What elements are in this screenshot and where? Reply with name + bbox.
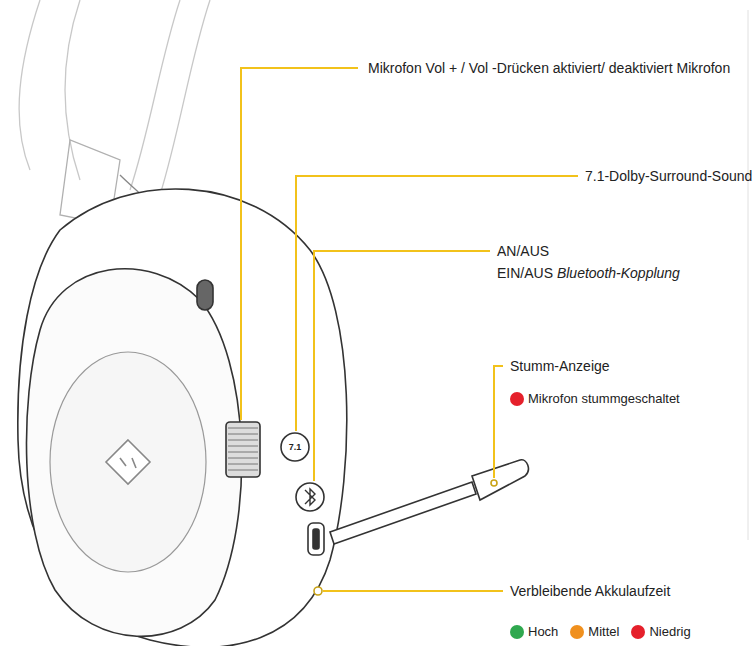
legend-text: Hoch [528, 622, 558, 642]
legend-item: Mittel [570, 622, 619, 642]
callout-label: 7.1-Dolby-Surround-Sound [585, 165, 752, 187]
callout-label: Bluetooth-Kopplung [557, 265, 680, 281]
legend-item: Mikrofon stummgeschaltet [510, 389, 680, 409]
legend-swatch [631, 625, 645, 639]
callout-label: EIN/AUS [497, 265, 553, 281]
legend-text: Mittel [588, 622, 619, 642]
callout-label: Stumm-Anzeige [510, 355, 610, 377]
callout-label: Verbleibende Akkulaufzeit [510, 580, 670, 602]
legend-swatch [510, 625, 524, 639]
callout-label-group: EIN/AUS Bluetooth-Kopplung [497, 262, 702, 284]
legend-text: Mikrofon stummgeschaltet [528, 389, 680, 409]
button-label: 7.1 [289, 442, 302, 452]
legend-item: Hoch [510, 622, 558, 642]
legend-text: Niedrig [649, 622, 690, 642]
legend-swatch [570, 625, 584, 639]
callout-label: Mikrofon Vol + / Vol -Drücken aktiviert/… [368, 57, 743, 79]
callout-label: AN/AUS [497, 240, 549, 262]
legend-swatch [510, 392, 524, 406]
legend-item: Niedrig [631, 622, 690, 642]
